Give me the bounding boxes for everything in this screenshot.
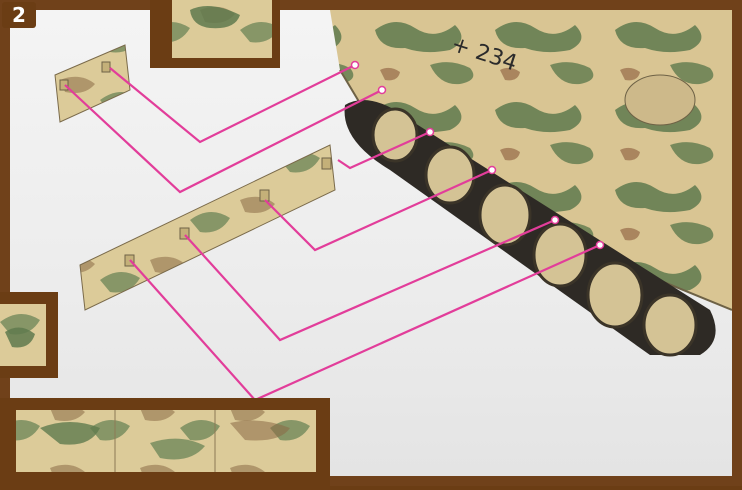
inset-top-detail bbox=[150, 0, 280, 68]
leader-line bbox=[110, 65, 355, 142]
mount-point-marker bbox=[489, 167, 496, 174]
mount-point-marker bbox=[379, 87, 386, 94]
lower-skirt-plate bbox=[80, 145, 335, 310]
mount-point-marker bbox=[597, 242, 604, 249]
leader-line bbox=[65, 85, 382, 192]
mount-point-marker bbox=[352, 62, 359, 69]
mount-point-marker bbox=[427, 129, 434, 136]
inset-bottom-detail bbox=[0, 398, 330, 486]
mount-point-marker bbox=[552, 217, 559, 224]
step-number-badge: 2 bbox=[2, 2, 36, 28]
step-number: 2 bbox=[12, 5, 26, 25]
inset-left-detail bbox=[0, 292, 58, 378]
